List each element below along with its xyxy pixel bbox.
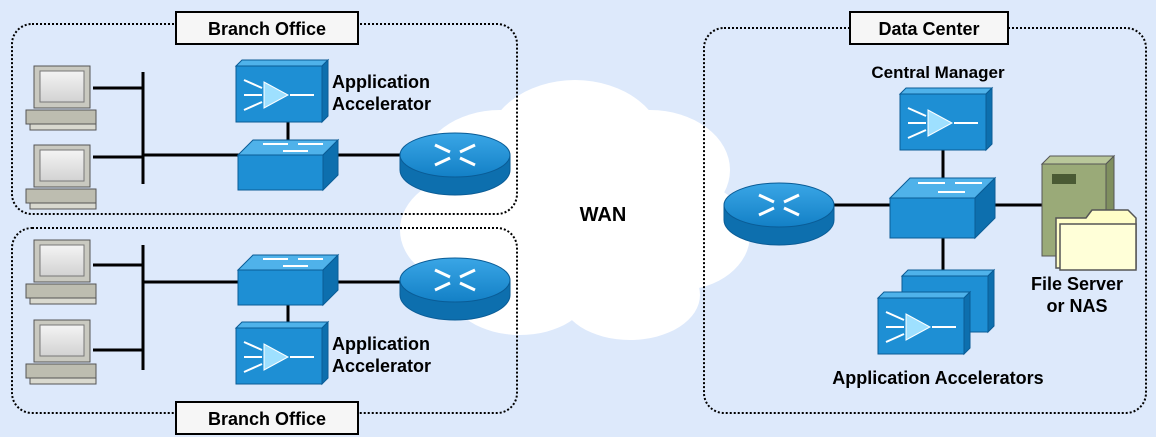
branch-office-title: Branch Office — [208, 409, 326, 429]
file-server-label: File Server — [1031, 274, 1123, 294]
central-manager-icon — [898, 86, 994, 152]
accelerator-label: Application — [332, 334, 430, 354]
pc-icon — [25, 65, 97, 131]
central-manager-label: Central Manager — [871, 63, 1005, 82]
router-icon — [399, 257, 511, 321]
switch-icon — [236, 253, 340, 307]
branch-office-top: Branch Office — [11, 11, 518, 215]
accelerator-label: Accelerator — [332, 94, 431, 114]
router-icon — [399, 132, 511, 196]
router-icon — [723, 182, 835, 246]
data-center: Data Center — [703, 11, 1147, 414]
accelerator-icon — [234, 320, 330, 386]
folder-icon — [1055, 209, 1137, 271]
links — [93, 72, 1048, 370]
accelerators-label: Application Accelerators — [832, 368, 1043, 388]
pc-icon — [25, 239, 97, 305]
branch-office-bottom: Branch Office — [11, 227, 518, 435]
accelerator-icon — [234, 58, 330, 124]
wan-label: WAN — [580, 204, 627, 226]
accelerator-label: Application — [332, 72, 430, 92]
accelerator-icon — [876, 290, 972, 356]
file-server-label: or NAS — [1046, 296, 1107, 316]
accelerator-label: Accelerator — [332, 356, 431, 376]
data-center-title: Data Center — [878, 19, 979, 39]
branch-office-title: Branch Office — [208, 19, 326, 39]
switch-icon — [236, 138, 340, 192]
switch-icon — [888, 176, 997, 240]
pc-icon — [25, 144, 97, 210]
pc-icon — [25, 319, 97, 385]
